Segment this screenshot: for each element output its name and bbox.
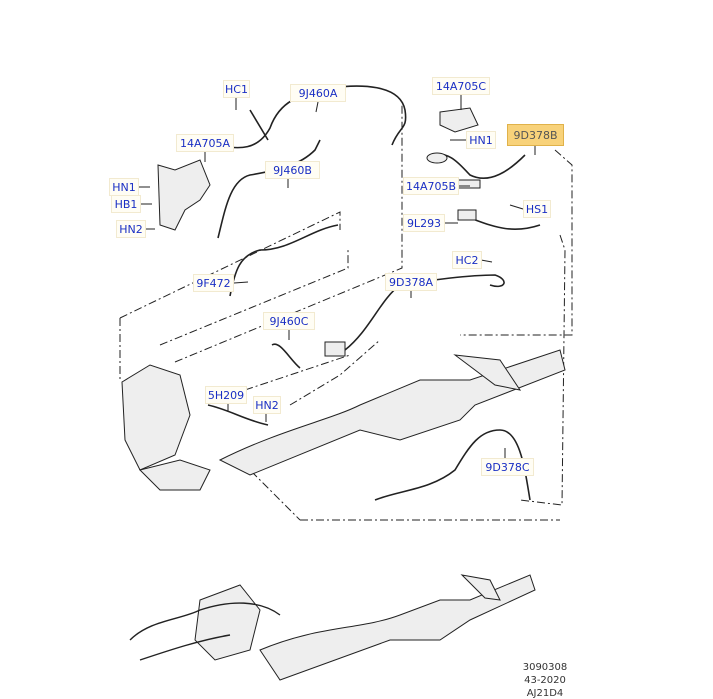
callout-14a705b[interactable]: 14A705B	[403, 177, 459, 195]
leader-lines	[119, 105, 573, 521]
diagram-model-code: AJ21D4	[526, 688, 564, 699]
label-leaders	[138, 95, 536, 458]
callout-hs1[interactable]: HS1	[523, 200, 551, 218]
callout-9j460c[interactable]: 9J460C	[263, 312, 315, 330]
callout-9d378a[interactable]: 9D378A	[385, 273, 437, 291]
callout-hc2[interactable]: HC2	[452, 251, 482, 269]
callout-hb1[interactable]: HB1	[111, 195, 141, 213]
callout-9l293[interactable]: 9L293	[403, 214, 445, 232]
callout-9j460b[interactable]: 9J460B	[265, 161, 320, 179]
lower-wires	[129, 602, 281, 661]
parts	[121, 107, 566, 681]
callout-9d378c[interactable]: 9D378C	[481, 458, 534, 476]
callout-9j460a[interactable]: 9J460A	[290, 84, 346, 102]
wires	[207, 85, 541, 501]
callout-14a705a[interactable]: 14A705A	[176, 134, 234, 152]
callout-hc1[interactable]: HC1	[223, 80, 250, 98]
callout-hn2-left[interactable]: HN2	[116, 220, 146, 238]
callout-hn2-mid[interactable]: HN2	[253, 396, 281, 414]
callout-9d378b-selected[interactable]: 9D378B	[507, 124, 564, 146]
callout-5h209[interactable]: 5H209	[205, 386, 247, 404]
diagram-number: 3090308	[522, 662, 568, 673]
callout-9f472[interactable]: 9F472	[193, 274, 234, 292]
diagram-date-code: 43-2020	[524, 675, 566, 686]
callout-hn1-left[interactable]: HN1	[109, 178, 139, 196]
callout-14a705c[interactable]: 14A705C	[432, 77, 490, 95]
callout-hn1-right[interactable]: HN1	[466, 131, 496, 149]
